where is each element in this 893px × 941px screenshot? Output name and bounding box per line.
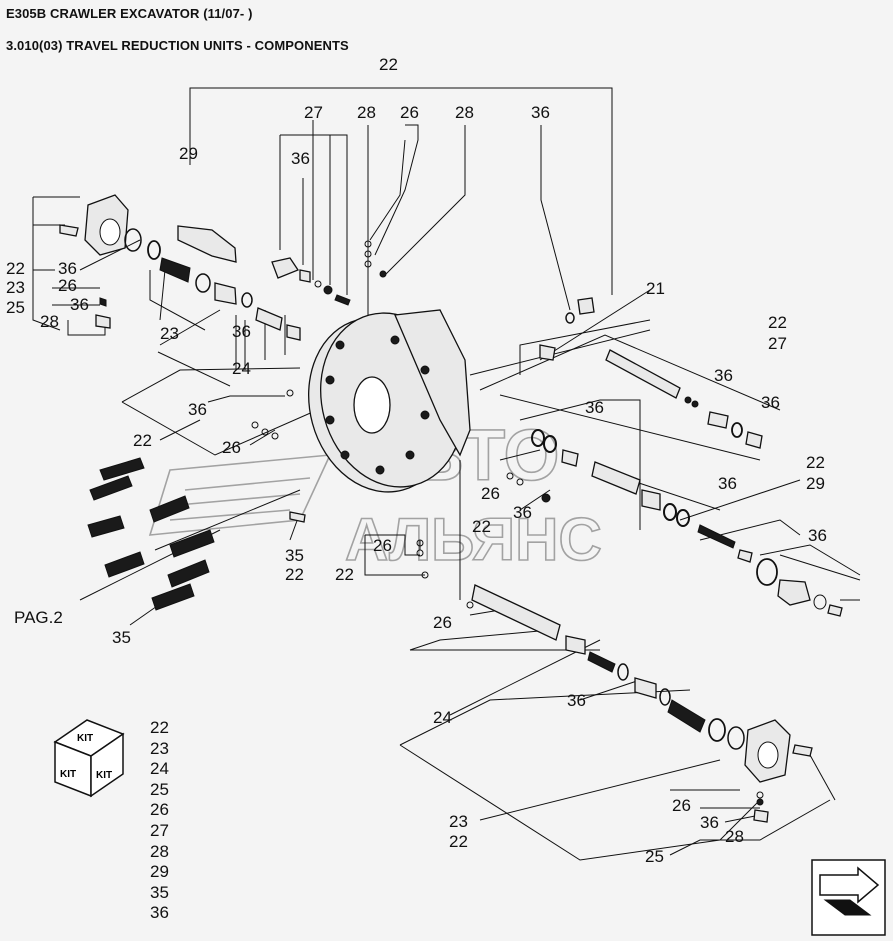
callout[interactable]: 22	[335, 565, 354, 584]
callout[interactable]: 26	[672, 796, 691, 815]
callout[interactable]: 22	[768, 313, 787, 332]
page-reference[interactable]: PAG.2	[14, 608, 63, 627]
kit-item: 27	[150, 820, 169, 840]
kit-label-right: KIT	[96, 770, 112, 781]
callout[interactable]: 26	[373, 536, 392, 555]
callout[interactable]: 22	[472, 517, 491, 536]
kit-item: 25	[150, 779, 169, 799]
callout[interactable]: 24	[433, 708, 452, 727]
valve-assembly-lower	[466, 584, 813, 823]
callout[interactable]: 36	[291, 149, 310, 168]
callout[interactable]: 22	[449, 832, 468, 851]
callout[interactable]: 26	[481, 484, 500, 503]
callout[interactable]: 27	[304, 103, 323, 122]
callout[interactable]: 36	[808, 526, 827, 545]
callout[interactable]: 22	[379, 55, 398, 74]
callout[interactable]: 22	[133, 431, 152, 450]
callout[interactable]: 23	[160, 324, 179, 343]
kit-item: 35	[150, 882, 169, 902]
kit-item: 36	[150, 903, 169, 923]
callout[interactable]: 25	[6, 298, 25, 317]
callout[interactable]: 28	[725, 827, 744, 846]
kit-item: 26	[150, 800, 169, 820]
callout[interactable]: 26	[400, 103, 419, 122]
next-page-arrow-icon[interactable]	[811, 859, 886, 936]
callout[interactable]: 35	[112, 628, 131, 647]
callout[interactable]: 26	[433, 613, 452, 632]
plugs-top	[364, 240, 595, 361]
callout[interactable]: 27	[768, 334, 787, 353]
callout[interactable]: 25	[645, 847, 664, 866]
callout[interactable]: 26	[222, 438, 241, 457]
callout[interactable]: 26	[58, 276, 77, 295]
reduction-unit-plate	[308, 309, 471, 493]
callout[interactable]: 21	[646, 279, 665, 298]
kit-item: 28	[150, 841, 169, 861]
callout[interactable]: 29	[179, 144, 198, 163]
callout[interactable]: 29	[806, 474, 825, 493]
callout[interactable]: 22	[806, 453, 825, 472]
valve-assembly-upper-right	[605, 349, 763, 449]
callout[interactable]: 35	[285, 546, 304, 565]
kit-label-left: KIT	[60, 769, 76, 780]
callout[interactable]: 36	[714, 366, 733, 385]
left-flange-assembly	[59, 194, 301, 341]
kit-box-icon: KIT KIT KIT	[53, 719, 125, 798]
callout-numbers: 22 27 28 26 28 36 29 36 21 22 36 23 26 3…	[6, 55, 827, 866]
kit-item: 24	[150, 759, 169, 779]
callout[interactable]: 36	[700, 813, 719, 832]
callout[interactable]: 36	[188, 400, 207, 419]
callout[interactable]: 36	[513, 503, 532, 522]
callout[interactable]: 24	[232, 359, 251, 378]
watermark-text-2: АЛЬЯНС	[345, 506, 602, 573]
valve-assembly-middle-right	[506, 429, 843, 617]
kit-item: 23	[150, 738, 169, 758]
callout[interactable]: 22	[6, 259, 25, 278]
kit-items-list: 22 23 24 25 26 27 28 29 35 36	[150, 718, 169, 924]
callout[interactable]: 36	[232, 322, 251, 341]
callout[interactable]: 23	[6, 278, 25, 297]
kit-label-top: KIT	[77, 733, 93, 744]
model-title: E305B CRAWLER EXCAVATOR (11/07- )	[6, 6, 253, 21]
callout[interactable]: 36	[761, 393, 780, 412]
callout[interactable]: 36	[70, 295, 89, 314]
section-title: 3.010(03) TRAVEL REDUCTION UNITS - COMPO…	[6, 38, 349, 53]
kit-item: 22	[150, 718, 169, 737]
relief-valve-29	[177, 225, 351, 306]
callout[interactable]: 36	[718, 474, 737, 493]
callout[interactable]: 22	[285, 565, 304, 584]
callout[interactable]: 36	[567, 691, 586, 710]
callout[interactable]: 28	[40, 312, 59, 331]
callout[interactable]: 36	[531, 103, 550, 122]
callout[interactable]: 28	[357, 103, 376, 122]
callout[interactable]: 36	[58, 259, 77, 278]
pins-35	[87, 389, 429, 611]
callout[interactable]: 36	[585, 398, 604, 417]
callout[interactable]: 23	[449, 812, 468, 831]
callout[interactable]: 28	[455, 103, 474, 122]
kit-item: 29	[150, 862, 169, 882]
